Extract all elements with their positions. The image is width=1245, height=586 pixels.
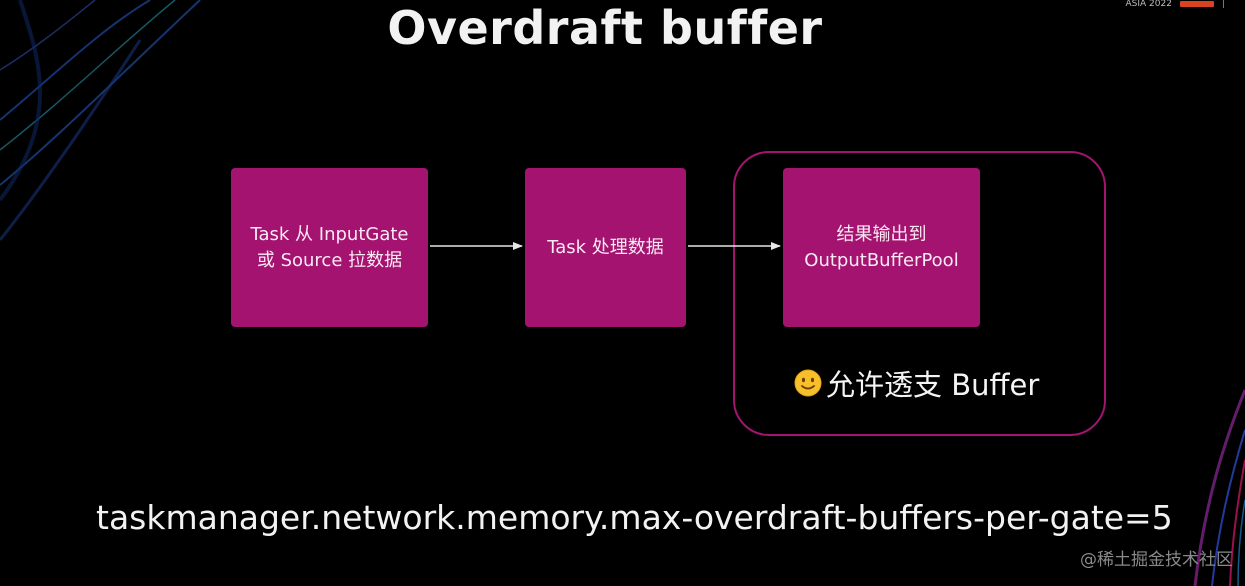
top-bar: ASIA 2022 | (1126, 0, 1226, 10)
output-pool-box-line-2: OutputBufferPool (804, 249, 959, 271)
overdraft-group-outline (733, 151, 1106, 436)
process-data-box: Task 处理数据 (525, 168, 686, 327)
event-badge (1179, 1, 1214, 7)
input-gate-box: Task 从 InputGate 或 Source 拉数据 (231, 168, 428, 327)
slide-title: Overdraft buffer (387, 1, 823, 55)
output-pool-box: 结果输出到 OutputBufferPool (783, 168, 980, 327)
overdraft-group-label-text: 允许透支 Buffer (826, 368, 1040, 402)
input-gate-box-line-1: Task 从 InputGate (250, 223, 409, 245)
config-parameter: taskmanager.network.memory.max-overdraft… (96, 498, 1173, 537)
topbar-separator: | (1221, 0, 1225, 9)
slightly-smiling-face-icon (794, 369, 822, 397)
input-gate-box-line-2: 或 Source 拉数据 (256, 249, 403, 271)
watermark: @稀土掘金技术社区 (1080, 550, 1233, 570)
event-label: ASIA 2022 (1125, 0, 1172, 9)
process-data-box-line-1: Task 处理数据 (547, 236, 664, 258)
overdraft-group-label: 允许透支 Buffer (794, 362, 1039, 404)
output-pool-box-line-1: 结果输出到 (836, 223, 927, 245)
